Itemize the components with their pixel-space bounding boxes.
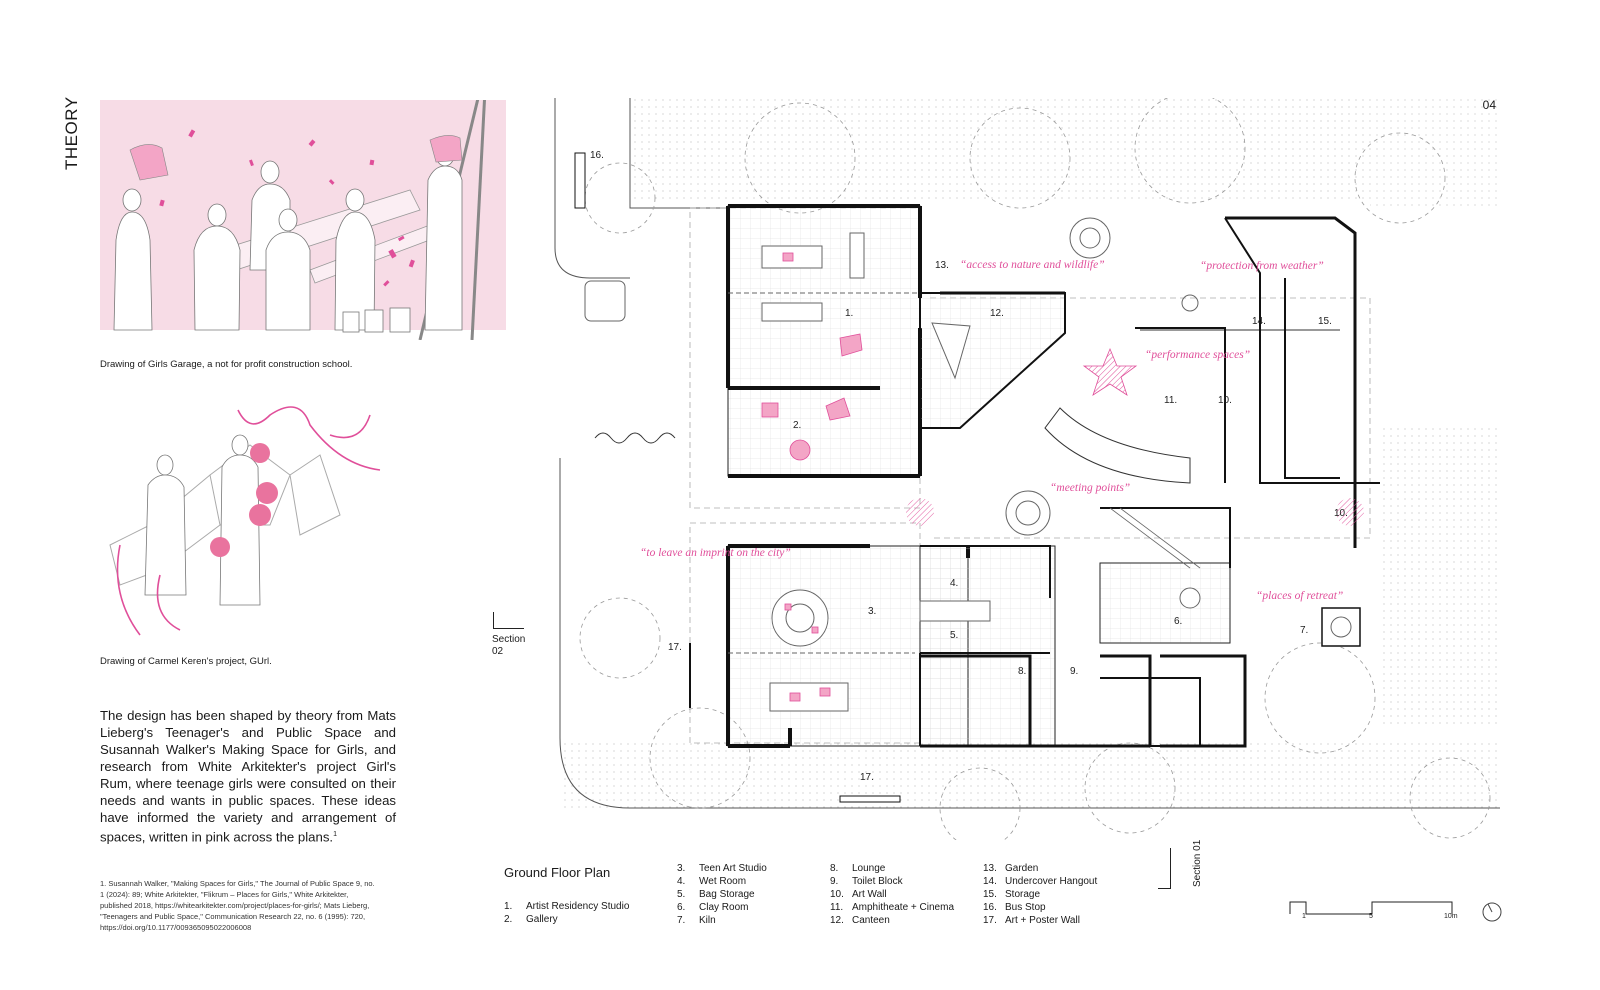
- room-label-3: 3.: [868, 606, 876, 617]
- north-arrow-icon: [1482, 902, 1502, 922]
- legend-item: 7.Kiln: [677, 915, 716, 926]
- legend-item: 1.Artist Residency Studio: [504, 901, 630, 912]
- scale-label-10m: 10m: [1444, 913, 1458, 920]
- quote-imprint-city: “to leave an imprint on the city”: [640, 547, 791, 559]
- room-label-17a: 17.: [668, 642, 682, 653]
- scale-label-1: 1: [1302, 913, 1306, 920]
- room-label-17b: 17.: [860, 772, 874, 783]
- legend-item: 5.Bag Storage: [677, 889, 755, 900]
- section-01-label: Section 01: [1192, 839, 1203, 887]
- room-label-12: 12.: [990, 308, 1004, 319]
- legend-item: 17.Art + Poster Wall: [983, 915, 1080, 926]
- legend-item: 10.Art Wall: [830, 889, 887, 900]
- gurl-project-drawing: [100, 395, 400, 655]
- section-title: THEORY: [62, 96, 81, 170]
- section-01-marker: [1158, 848, 1171, 889]
- footnote: 1. Susannah Walker, "Making Spaces for G…: [100, 879, 375, 932]
- section-02-marker: [493, 612, 524, 629]
- quote-performance-spaces: “performance spaces”: [1145, 349, 1250, 361]
- legend-item: 9.Toilet Block: [830, 876, 903, 887]
- legend-item: 4.Wet Room: [677, 876, 747, 887]
- legend-item: 3.Teen Art Studio: [677, 863, 767, 874]
- legend-column-4: 13.Garden 14.Undercover Hangout 15.Stora…: [983, 862, 1097, 927]
- scale-label-5: 5: [1369, 913, 1373, 920]
- room-label-11: 11.: [1164, 395, 1177, 406]
- legend-item: 12.Canteen: [830, 915, 890, 926]
- legend-item: 11.Amphitheate + Cinema: [830, 902, 955, 913]
- legend-item: 14.Undercover Hangout: [983, 876, 1098, 887]
- quote-access-nature: “access to nature and wildlife”: [960, 259, 1105, 271]
- room-label-6: 6.: [1174, 616, 1182, 627]
- room-label-9: 9.: [1070, 666, 1078, 677]
- room-label-5: 5.: [950, 630, 958, 641]
- room-label-1: 1.: [845, 308, 853, 319]
- girls-garage-drawing: [100, 89, 506, 341]
- ground-floor-plan: 1. 2. 3. 4. 5. 6. 7. 8. 9. 10. 10. 11. 1…: [500, 92, 1500, 849]
- room-label-10a: 10.: [1218, 395, 1232, 406]
- room-label-8: 8.: [1018, 666, 1026, 677]
- legend-item: 2.Gallery: [504, 914, 558, 925]
- legend-item: 16.Bus Stop: [983, 902, 1046, 913]
- quote-protection-weather: “protection from weather”: [1200, 260, 1324, 272]
- room-label-13: 13.: [935, 260, 949, 271]
- scale-bar: [1288, 900, 1468, 924]
- legend-column-3: 8.Lounge 9.Toilet Block 10.Art Wall 11.A…: [830, 862, 954, 927]
- room-number-labels: 1. 2. 3. 4. 5. 6. 7. 8. 9. 10. 10. 11. 1…: [590, 150, 1348, 783]
- quote-places-retreat: “places of retreat”: [1256, 590, 1343, 602]
- theory-body-text: The design has been shaped by theory fro…: [100, 708, 396, 845]
- legend-column-2: 3.Teen Art Studio 4.Wet Room 5.Bag Stora…: [677, 862, 767, 927]
- room-label-4: 4.: [950, 578, 958, 589]
- legend-item: 8.Lounge: [830, 863, 886, 874]
- legend-item: 13.Garden: [983, 863, 1039, 874]
- room-label-7: 7.: [1300, 625, 1308, 636]
- quote-meeting-points: “meeting points”: [1050, 482, 1130, 494]
- room-label-10b: 10.: [1334, 508, 1348, 519]
- room-label-14: 14.: [1252, 316, 1266, 327]
- legend-column-1: 1.Artist Residency Studio 2.Gallery: [504, 900, 629, 926]
- plan-title: Ground Floor Plan: [504, 865, 611, 880]
- legend-item: 15.Storage: [983, 889, 1041, 900]
- room-label-15: 15.: [1318, 316, 1332, 327]
- image1-caption: Drawing of Girls Garage, a not for profi…: [100, 359, 353, 370]
- room-label-2: 2.: [793, 420, 801, 431]
- legend-item: 6.Clay Room: [677, 902, 749, 913]
- image2-caption: Drawing of Carmel Keren's project, GUrl.: [100, 656, 272, 667]
- room-label-16: 16.: [590, 150, 604, 161]
